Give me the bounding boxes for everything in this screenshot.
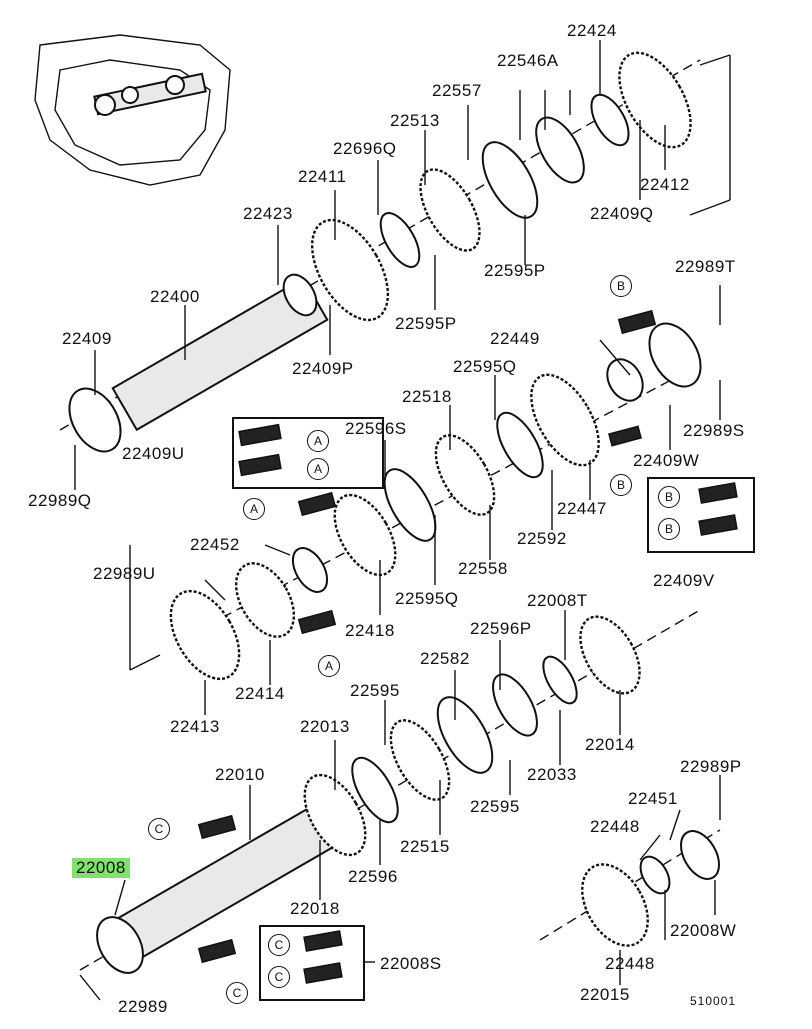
part-label: 22451 [628, 789, 678, 808]
part-label: 22409U [122, 444, 185, 463]
part-label: 22008W [670, 921, 737, 940]
part-label: 22423 [243, 204, 293, 223]
reference-marker-a: A [318, 655, 340, 677]
part-label: 22696Q [333, 139, 397, 158]
reference-marker-b: B [658, 518, 680, 540]
part-label: 22989S [683, 421, 745, 440]
part-label: 22592 [517, 529, 567, 548]
transmission-housing-inset [34, 34, 231, 186]
part-label: 22411 [298, 167, 347, 186]
reference-marker-b: B [610, 275, 632, 297]
part-label: 22018 [290, 899, 340, 918]
part-label: 22558 [458, 559, 508, 578]
reference-marker-c: C [268, 934, 290, 956]
reference-marker-c: C [268, 966, 290, 988]
part-label: 22414 [235, 684, 285, 703]
part-label: 22582 [420, 649, 470, 668]
part-label: 22033 [527, 765, 577, 784]
part-label: 22409W [633, 451, 700, 470]
part-label: 22409 [62, 329, 112, 348]
part-label: 22447 [557, 499, 607, 518]
part-label: 22015 [580, 985, 630, 1004]
mainshaft-axis [59, 59, 701, 431]
part-label: 22409P [292, 359, 354, 378]
part-label: 22595P [484, 261, 546, 280]
part-label: 22014 [585, 735, 635, 754]
part-label: 22515 [400, 837, 450, 856]
reference-marker-b: B [658, 486, 680, 508]
diagram-code: 510001 [690, 994, 737, 1008]
part-label: 22595Q [453, 357, 517, 376]
input-shaft-assembly [96, 615, 641, 974]
part-label: 22452 [190, 535, 240, 554]
part-label: 22989Q [28, 491, 92, 510]
part-label: 22008S [380, 954, 442, 973]
highlighted-part-label[interactable]: 22008 [72, 858, 130, 878]
part-label: 22400 [150, 287, 200, 306]
part-label: 22413 [170, 717, 220, 736]
reference-marker-a: A [307, 458, 329, 480]
part-label: 22595 [470, 797, 520, 816]
part-label: 22596S [345, 419, 407, 438]
reverse-gear-assembly [581, 830, 720, 947]
part-label: 22989T [675, 257, 736, 276]
part-label: 22448 [590, 817, 640, 836]
part-label: 22449 [490, 329, 540, 348]
reference-marker-a: A [243, 498, 265, 520]
part-label: 22409Q [590, 204, 654, 223]
reference-marker-a: A [307, 430, 329, 452]
needle-bearing-sets [197, 309, 755, 1001]
part-label: 22989P [680, 757, 742, 776]
part-label: 22557 [432, 81, 482, 100]
part-label: 22595Q [395, 589, 459, 608]
reference-marker-c: C [226, 982, 248, 1004]
counter-gear-assembly [169, 322, 702, 681]
part-label: 22989 [118, 997, 168, 1016]
part-label: 22412 [640, 175, 690, 194]
part-label: 22595 [350, 681, 400, 700]
part-label: 22013 [300, 717, 350, 736]
part-label: 22596 [348, 867, 398, 886]
part-label: 22448 [605, 954, 655, 973]
part-label: 22989U [93, 564, 156, 583]
main-shaft-assembly [68, 51, 692, 453]
reference-marker-c: C [148, 818, 170, 840]
leader-lines [74, 40, 731, 1001]
part-label: 22595P [395, 314, 457, 333]
part-label: 22513 [390, 111, 440, 130]
part-label: 22424 [567, 21, 617, 40]
part-label: 22010 [215, 765, 265, 784]
part-label: 22409V [653, 571, 715, 590]
part-label: 22596P [470, 619, 532, 638]
part-label: 22546A [497, 51, 559, 70]
part-label: 22008T [527, 591, 588, 610]
reference-marker-b: B [610, 474, 632, 496]
part-label: 22418 [345, 621, 395, 640]
part-label: 22518 [402, 387, 452, 406]
